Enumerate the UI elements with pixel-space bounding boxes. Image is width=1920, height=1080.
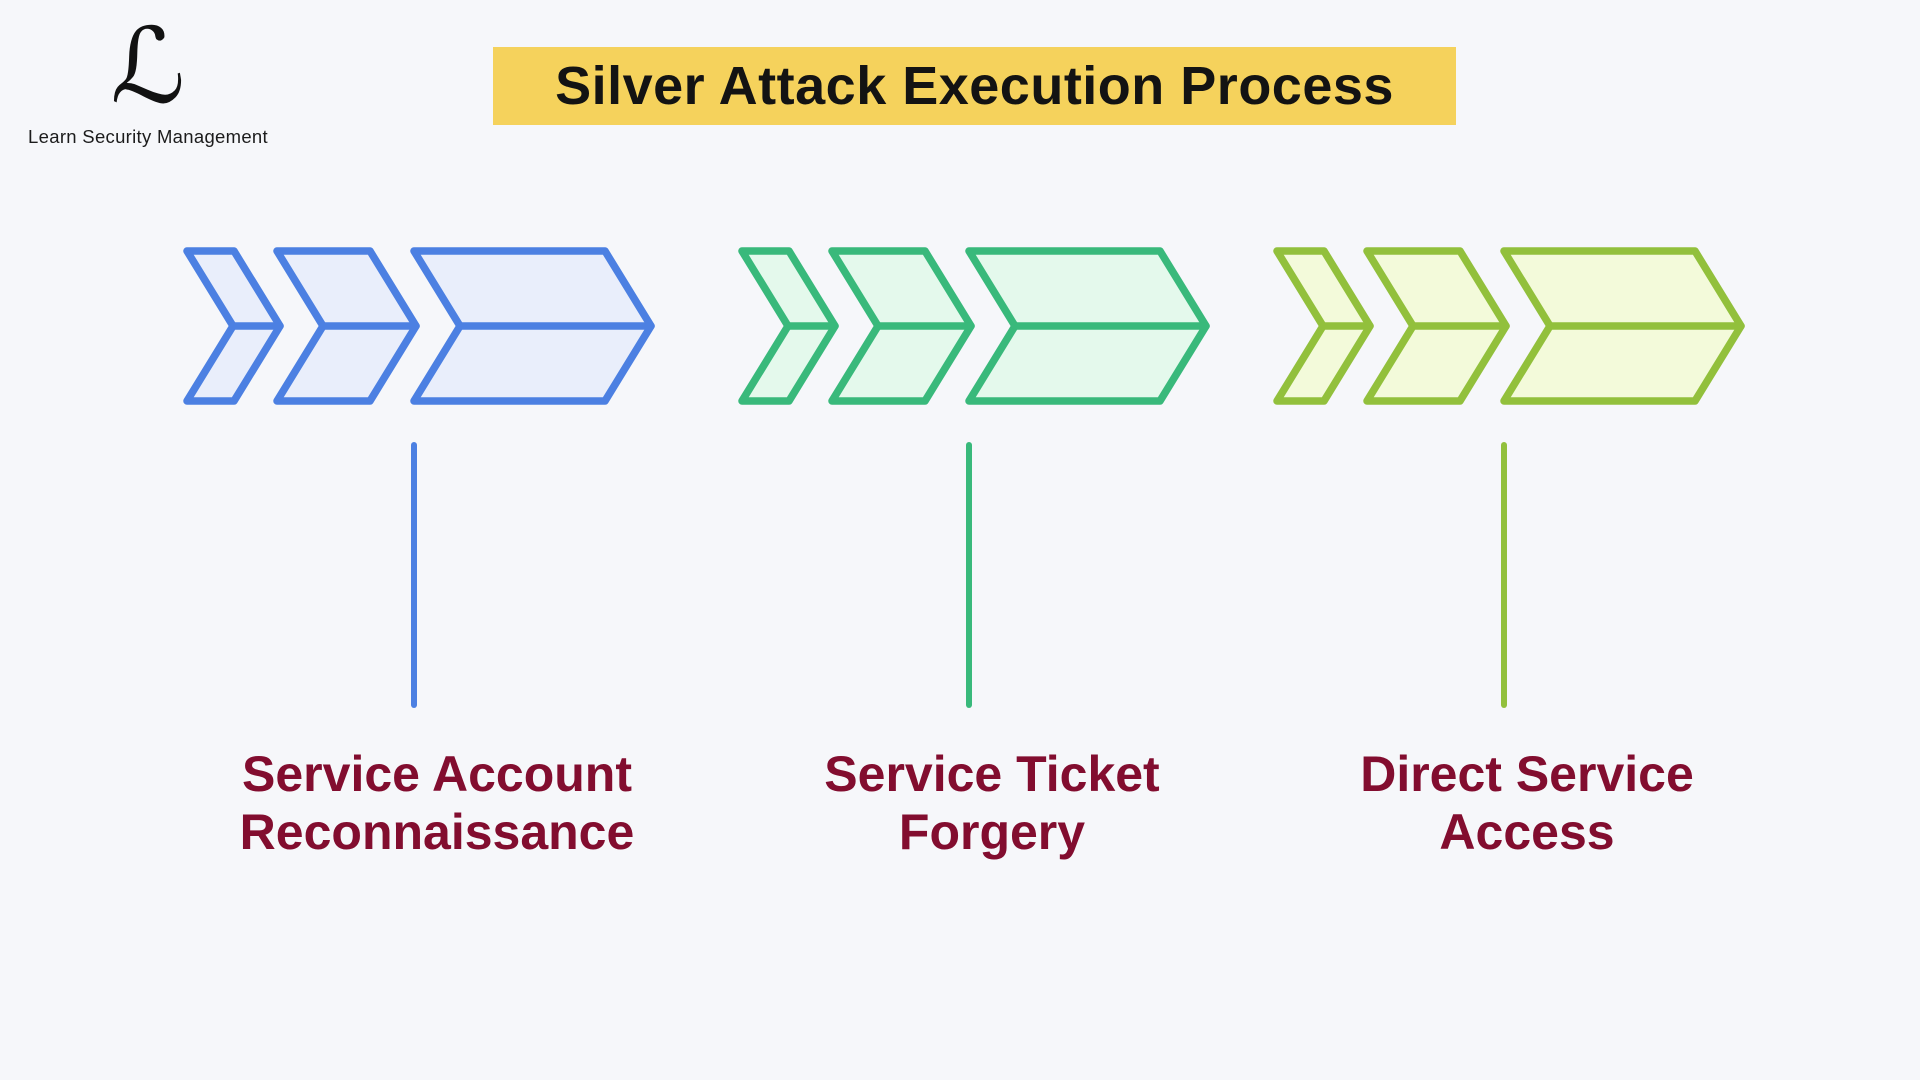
chevron-arrows-icon [738,247,1210,405]
step-label: Direct Service Access [1360,746,1694,860]
script-l-logo-icon: ℒ [110,5,186,127]
title-banner: Silver Attack Execution Process [493,47,1456,125]
logo-text: Learn Security Management [28,126,268,148]
page-title: Silver Attack Execution Process [555,56,1394,116]
logo: ℒ Learn Security Management [28,10,268,148]
connector-line [411,442,417,708]
process-step-direct-service-access: Direct Service Access [1273,247,1745,860]
process-step-service-ticket-forgery: Service Ticket Forgery [738,247,1210,860]
step-label: Service Account Reconnaissance [239,746,635,860]
chevron-arrows-icon [1273,247,1745,405]
process-step-service-account-reconnaissance: Service Account Reconnaissance [183,247,655,860]
step-label: Service Ticket Forgery [824,746,1160,860]
connector-line [966,442,972,708]
chevron-arrows-icon [183,247,655,405]
connector-line [1501,442,1507,708]
